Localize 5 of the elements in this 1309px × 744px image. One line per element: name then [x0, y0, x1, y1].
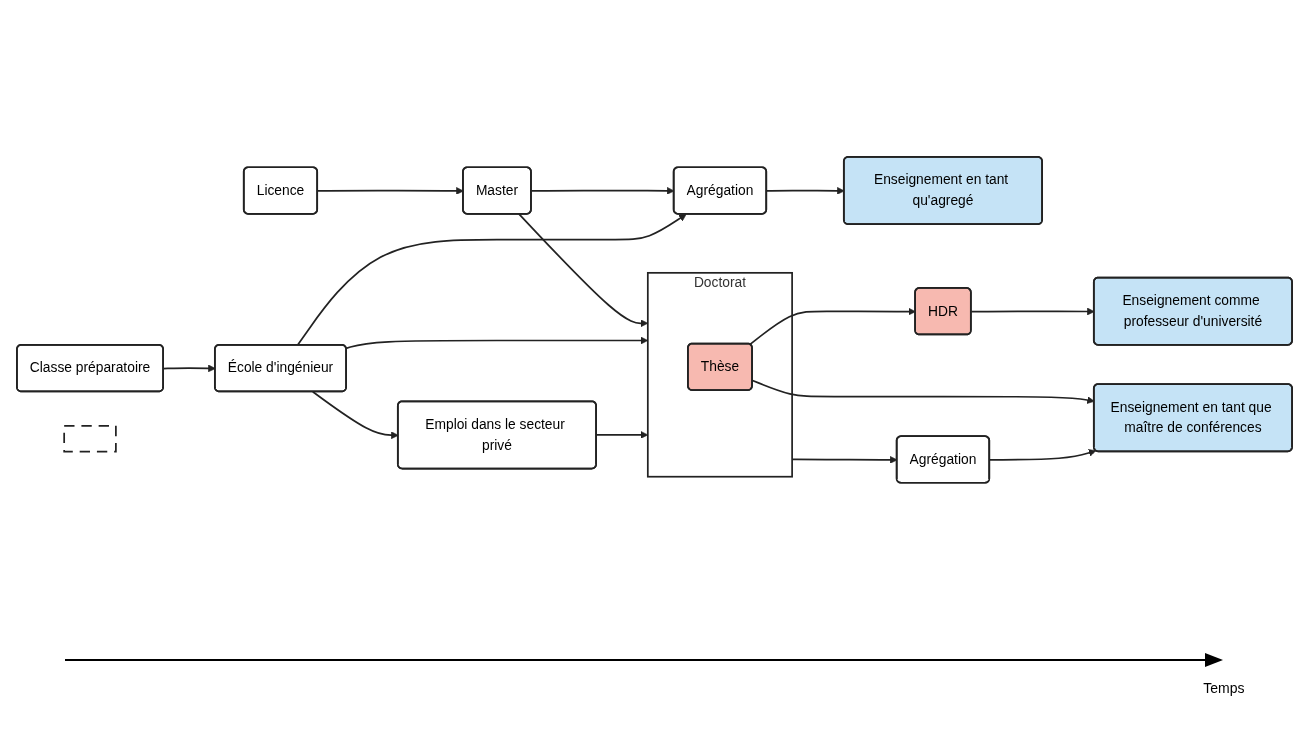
arrow: [518, 213, 649, 328]
arrow: [345, 336, 649, 350]
node-box: [63, 425, 117, 453]
arrow: [749, 308, 916, 346]
axis-label: Temps: [1203, 680, 1245, 696]
